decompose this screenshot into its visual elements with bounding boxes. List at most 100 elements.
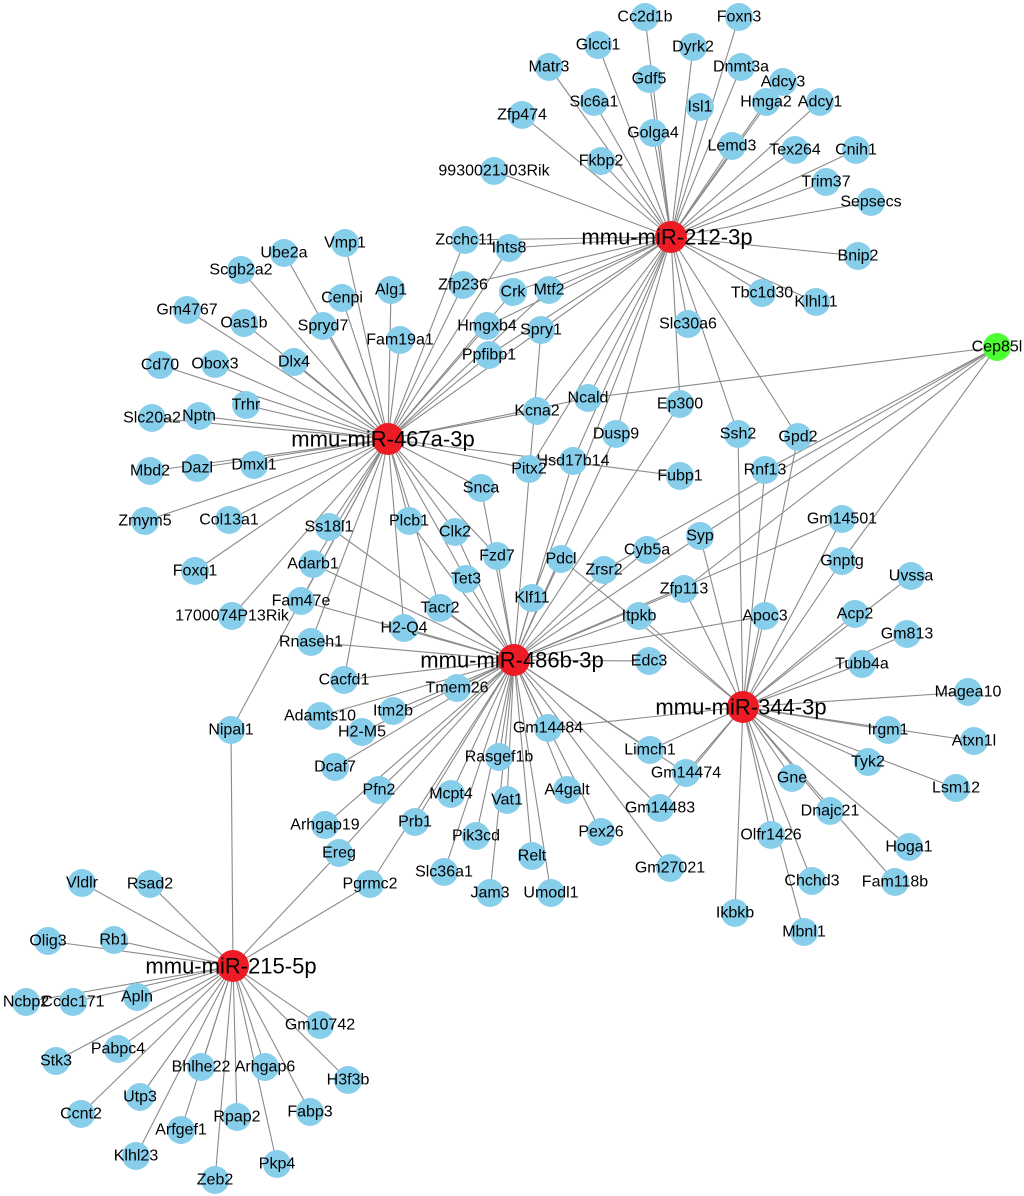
target-node-edc3[interactable]: Edc3 xyxy=(631,647,668,675)
target-node-circle[interactable] xyxy=(270,239,298,267)
target-node-gm14484[interactable]: Gm14484 xyxy=(513,714,583,742)
target-node-mbnl1[interactable]: Mbnl1 xyxy=(782,918,826,946)
target-node-circle[interactable] xyxy=(67,1100,95,1128)
target-node-bnip2[interactable]: Bnip2 xyxy=(838,242,879,270)
target-node-vldlr[interactable]: Vldlr xyxy=(66,869,99,897)
target-node-apoc3[interactable]: Apoc3 xyxy=(742,602,788,630)
target-node-circle[interactable] xyxy=(218,602,246,630)
target-node-zeb2[interactable]: Zeb2 xyxy=(197,1166,234,1194)
target-node-isl1[interactable]: Isl1 xyxy=(686,93,714,121)
target-node-circle[interactable] xyxy=(390,614,418,642)
target-node-circle[interactable] xyxy=(437,780,465,808)
target-node-circle[interactable] xyxy=(602,420,630,448)
target-node-circle[interactable] xyxy=(330,666,358,694)
target-node-circle[interactable] xyxy=(183,454,211,482)
target-node-kcna2[interactable]: Kcna2 xyxy=(514,397,560,425)
target-node-circle[interactable] xyxy=(123,983,151,1011)
target-node-circle[interactable] xyxy=(493,786,521,814)
target-node-pitx2[interactable]: Pitx2 xyxy=(511,455,547,483)
target-node-circle[interactable] xyxy=(441,518,469,546)
target-node-circle[interactable] xyxy=(12,988,40,1016)
target-node-circle[interactable] xyxy=(895,833,923,861)
target-node-dusp9[interactable]: Dusp9 xyxy=(593,420,639,448)
target-node-circle[interactable] xyxy=(430,858,458,886)
target-node-circle[interactable] xyxy=(185,402,213,430)
target-node-circle[interactable] xyxy=(296,1098,324,1126)
target-node-h2-q4[interactable]: H2-Q4 xyxy=(380,614,428,642)
target-node-circle[interactable] xyxy=(854,748,882,776)
target-node-bhlhe22[interactable]: Bhlhe22 xyxy=(172,1053,231,1081)
target-node-circle[interactable] xyxy=(348,718,376,746)
mirna-node-circle[interactable] xyxy=(372,423,404,455)
target-node-adcy1[interactable]: Adcy1 xyxy=(798,88,843,116)
target-node-slc6a1[interactable]: Slc6a1 xyxy=(570,88,619,116)
target-node-apln[interactable]: Apln xyxy=(121,983,153,1011)
target-node-circle[interactable] xyxy=(679,33,707,61)
target-node-circle[interactable] xyxy=(748,279,776,307)
target-node-circle[interactable] xyxy=(325,839,353,867)
target-node-cenpi[interactable]: Cenpi xyxy=(321,284,363,312)
target-node-circle[interactable] xyxy=(635,65,663,93)
target-node-golga4[interactable]: Golga4 xyxy=(627,119,679,147)
target-node-circle[interactable] xyxy=(784,423,812,451)
target-node-h3f3b[interactable]: H3f3b xyxy=(327,1066,370,1094)
target-node-circle[interactable] xyxy=(672,759,700,787)
target-node-circle[interactable] xyxy=(356,870,384,898)
target-node-fkbp2[interactable]: Fkbp2 xyxy=(579,147,624,175)
target-node-zcchc11[interactable]: Zcchc11 xyxy=(435,226,495,254)
target-node-alg1[interactable]: Alg1 xyxy=(375,276,407,304)
target-node-stk3[interactable]: Stk3 xyxy=(40,1047,72,1075)
target-node-a4galt[interactable]: A4galt xyxy=(544,776,590,804)
target-node-circle[interactable] xyxy=(547,545,575,573)
target-node-fubp1[interactable]: Fubp1 xyxy=(657,462,703,490)
mirna-node-circle[interactable] xyxy=(217,950,249,982)
target-node-circle[interactable] xyxy=(299,550,327,578)
target-node-circle[interactable] xyxy=(68,869,96,897)
target-node-gdf5[interactable]: Gdf5 xyxy=(632,65,667,93)
target-node-circle[interactable] xyxy=(449,271,477,299)
target-node-glcci1[interactable]: Glcci1 xyxy=(576,31,621,59)
target-node-circle[interactable] xyxy=(724,420,752,448)
target-node-limch1[interactable]: Limch1 xyxy=(624,736,676,764)
target-node-klf11[interactable]: Klf11 xyxy=(514,584,550,612)
target-node-ncbp2[interactable]: Ncbp2 xyxy=(3,988,49,1016)
target-node-hmgxb4[interactable]: Hmgxb4 xyxy=(457,312,517,340)
hub-node-cep85l[interactable]: Cep85l xyxy=(972,333,1023,361)
target-node-circle[interactable] xyxy=(181,557,209,585)
target-node-ihts8[interactable]: Ihts8 xyxy=(492,234,527,262)
mirna-node-circle[interactable] xyxy=(498,644,530,676)
target-node-circle[interactable] xyxy=(844,242,872,270)
target-node-gm27021[interactable]: Gm27021 xyxy=(635,854,705,882)
target-node-slc20a2[interactable]: Slc20a2 xyxy=(123,404,181,432)
target-node-ccdc171[interactable]: Ccdc171 xyxy=(41,988,105,1016)
target-node-circle[interactable] xyxy=(379,697,407,725)
target-node-oas1b[interactable]: Oas1b xyxy=(220,309,268,337)
target-node-circle[interactable] xyxy=(942,774,970,802)
target-node-circle[interactable] xyxy=(138,404,166,432)
target-node-ss18l1[interactable]: Ss18l1 xyxy=(305,513,354,541)
target-node-ep300[interactable]: Ep300 xyxy=(657,390,703,418)
target-node-circle[interactable] xyxy=(131,507,159,535)
target-node-circle[interactable] xyxy=(574,384,602,412)
target-node-fabp3[interactable]: Fabp3 xyxy=(287,1098,333,1126)
target-node-itpkb[interactable]: Itpkb xyxy=(622,602,657,630)
target-node-tex264[interactable]: Tex264 xyxy=(769,136,821,164)
target-node-circle[interactable] xyxy=(727,53,755,81)
target-node-gnptg[interactable]: Gnptg xyxy=(820,547,864,575)
target-node-lemd3[interactable]: Lemd3 xyxy=(708,132,757,160)
target-node-zfp113[interactable]: Zfp113 xyxy=(660,575,709,603)
target-node-circle[interactable] xyxy=(297,628,325,656)
target-node-zrsr2[interactable]: Zrsr2 xyxy=(585,556,623,584)
target-node-circle[interactable] xyxy=(534,714,562,742)
target-node-circle[interactable] xyxy=(625,602,653,630)
target-node-fzd7[interactable]: Fzd7 xyxy=(479,542,515,570)
target-node-ccnt2[interactable]: Ccnt2 xyxy=(60,1100,102,1128)
target-node-circle[interactable] xyxy=(778,764,806,792)
target-node-circle[interactable] xyxy=(480,157,508,185)
target-node-circle[interactable] xyxy=(240,451,268,479)
target-node-circle[interactable] xyxy=(666,462,694,490)
target-node-9930021j03rik[interactable]: 9930021J03Rik xyxy=(438,157,551,185)
target-node-circle[interactable] xyxy=(365,776,393,804)
target-node-circle[interactable] xyxy=(790,918,818,946)
target-node-circle[interactable] xyxy=(215,506,243,534)
